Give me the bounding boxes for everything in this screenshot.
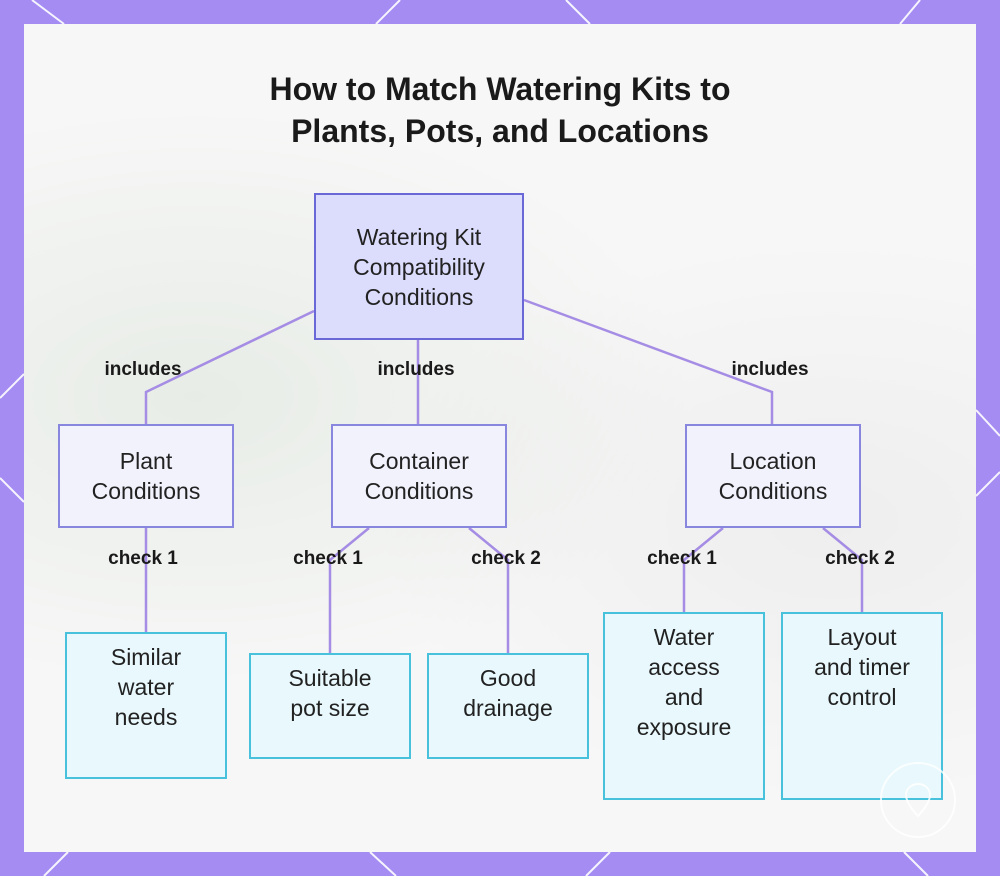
plant-line-2: Conditions — [91, 478, 201, 504]
diagram-title: How to Match Watering Kits to Plants, Po… — [0, 68, 1000, 152]
connector-container-drainage — [468, 527, 510, 654]
edge-label-container-check-1: check 1 — [293, 548, 363, 569]
container-line-2: Conditions — [364, 478, 474, 504]
potsize-line-1: Suitable — [288, 665, 372, 691]
title-line-1: How to Match Watering Kits to — [269, 71, 731, 107]
plant-line-1: Plant — [119, 448, 173, 474]
similar-line-1: Similar — [110, 644, 182, 670]
edge-label-location-check-1: check 1 — [647, 548, 717, 569]
water-line-2: access — [648, 654, 720, 680]
similar-line-3: needs — [114, 704, 178, 730]
edge-label-includes-location: includes — [731, 359, 809, 380]
layout-line-2: and timer — [814, 654, 910, 680]
root-line-2: Compatibility — [353, 253, 485, 280]
water-line-3: and — [664, 684, 704, 710]
water-line-4: exposure — [636, 714, 732, 740]
connector-location-layout — [822, 527, 864, 613]
root-line-3: Conditions — [364, 283, 474, 310]
water-access-exposure-node: Water access and exposure — [603, 612, 765, 800]
edge-label-container-check-2: check 2 — [471, 548, 541, 569]
similar-water-needs-node: Similar water needs — [65, 632, 227, 779]
connector-root-plant — [144, 309, 315, 424]
drainage-line-1: Good — [479, 665, 537, 691]
edge-label-includes-container: includes — [377, 359, 455, 380]
root-line-1: Watering Kit — [356, 223, 482, 250]
potsize-line-2: pot size — [290, 695, 370, 721]
root-node: Watering Kit Compatibility Conditions — [314, 193, 524, 340]
edge-label-location-check-2: check 2 — [825, 548, 895, 569]
edge-label-includes-plant: includes — [104, 359, 182, 380]
edge-label-plant-check-1: check 1 — [108, 548, 178, 569]
good-drainage-node: Good drainage — [427, 653, 589, 759]
container-conditions-node: Container Conditions — [331, 424, 507, 528]
connector-location-water — [682, 527, 724, 613]
connector-container-potsize — [328, 527, 370, 654]
plant-conditions-node: Plant Conditions — [58, 424, 234, 528]
water-line-1: Water — [653, 624, 715, 650]
drainage-line-2: drainage — [463, 695, 553, 721]
layout-line-3: control — [827, 684, 897, 710]
connector-root-location — [523, 298, 774, 424]
location-line-2: Conditions — [718, 478, 828, 504]
layout-line-1: Layout — [827, 624, 897, 650]
location-line-1: Location — [729, 448, 817, 474]
location-pin-icon — [880, 762, 956, 838]
title-line-2: Plants, Pots, and Locations — [291, 113, 709, 149]
container-line-1: Container — [369, 448, 469, 474]
suitable-pot-size-node: Suitable pot size — [249, 653, 411, 759]
location-conditions-node: Location Conditions — [685, 424, 861, 528]
similar-line-2: water — [117, 674, 175, 700]
